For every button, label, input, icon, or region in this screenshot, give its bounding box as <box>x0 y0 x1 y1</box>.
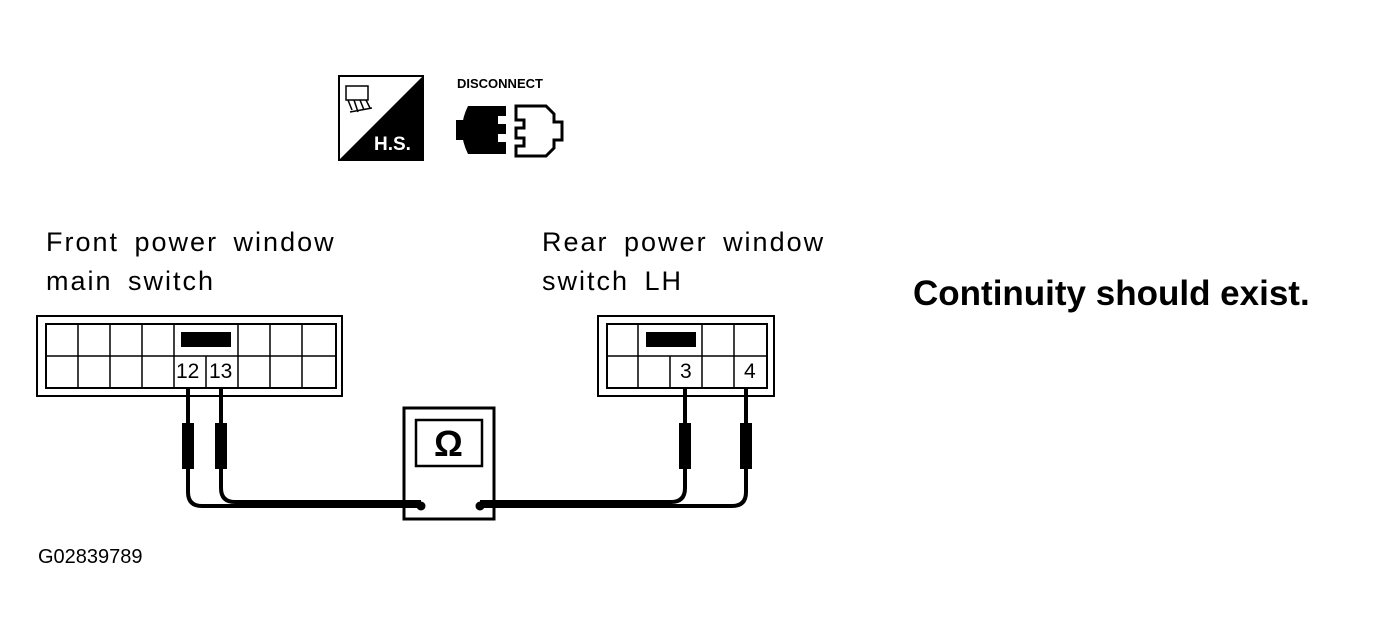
hand-saw-icon <box>338 75 424 161</box>
disconnect-label: DISCONNECT <box>457 76 543 91</box>
test-leads <box>186 388 748 508</box>
rear-pin-3: 3 <box>680 360 692 383</box>
probe-tips <box>182 423 752 469</box>
rear-switch-label-line2: switch LH <box>542 266 684 296</box>
front-switch-label-line1: Front power window <box>46 227 336 257</box>
ohm-symbol: Ω <box>434 423 463 464</box>
front-switch-connector <box>36 315 343 397</box>
rear-switch-connector <box>597 315 775 397</box>
rear-pin-4: 4 <box>744 360 756 383</box>
front-pin-12: 12 <box>176 360 200 383</box>
front-pin-13: 13 <box>209 360 233 383</box>
hs-label: H.S. <box>374 134 411 155</box>
rear-switch-label-line1: Rear power window <box>542 227 826 257</box>
figure-id: G02839789 <box>38 546 143 568</box>
front-switch-label-line2: main switch <box>46 266 216 296</box>
continuity-note: Continuity should exist. <box>913 274 1310 313</box>
disconnect-connector-icon <box>456 104 564 158</box>
